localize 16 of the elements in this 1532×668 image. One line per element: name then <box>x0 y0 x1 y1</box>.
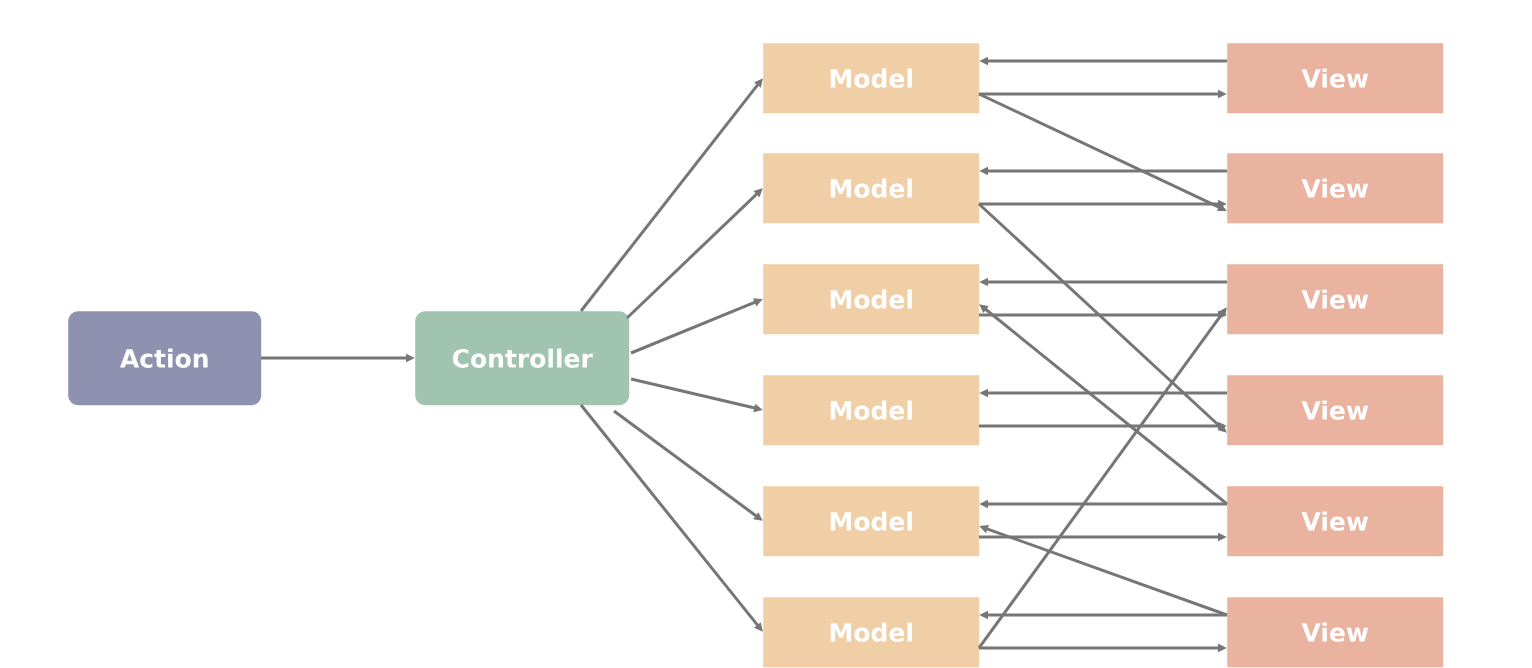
view-box: View <box>1227 264 1444 335</box>
view-box: View <box>1227 153 1444 224</box>
model-box: Model <box>763 43 980 114</box>
controller-box: Controller <box>415 311 630 406</box>
view-box: View <box>1227 375 1444 446</box>
model-box: Model <box>763 597 980 668</box>
arrow <box>625 188 763 320</box>
model-box: Model <box>763 153 980 224</box>
arrow <box>978 202 1227 433</box>
action-box: Action <box>68 311 262 406</box>
view-box: View <box>1227 486 1444 557</box>
model-box: Model <box>763 264 980 335</box>
model-box: Model <box>763 486 980 557</box>
view-box: View <box>1227 43 1444 114</box>
view-box: View <box>1227 597 1444 668</box>
model-box: Model <box>763 375 980 446</box>
